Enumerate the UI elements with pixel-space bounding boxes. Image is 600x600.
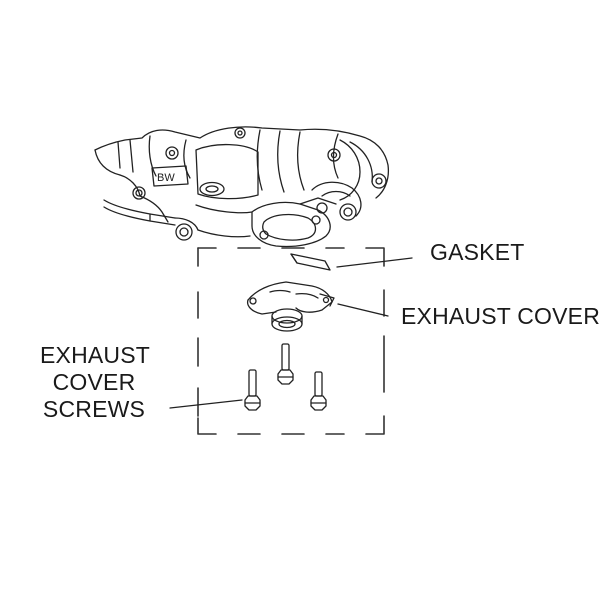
- screws-leader-line: [169, 399, 243, 409]
- exhaust-cover-label: EXHAUST COVER: [401, 303, 600, 329]
- gasket-label: GASKET: [430, 239, 525, 265]
- casting-mark: BW: [157, 172, 175, 184]
- gasket-part: [290, 253, 331, 271]
- exhaust-cover-screw-1: [244, 369, 261, 411]
- exhaust-cover-screw-3: [310, 371, 327, 411]
- leader-lines: [169, 257, 413, 409]
- engine-block: [94, 126, 390, 248]
- exhaust-cover-screw-2: [277, 343, 294, 385]
- exploded-view-boundary: [197, 247, 385, 435]
- screws-label-line-1: EXHAUST: [40, 342, 151, 368]
- exhaust-cover-part: [246, 281, 335, 332]
- exhaust-cover-screws-label: EXHAUST COVER SCREWS: [40, 342, 151, 423]
- screws-label-line-3: SCREWS: [42, 396, 146, 422]
- gasket-leader-line: [336, 257, 413, 268]
- screws-label-line-2: COVER: [52, 369, 136, 395]
- exhaust-cover-leader-line: [337, 303, 389, 317]
